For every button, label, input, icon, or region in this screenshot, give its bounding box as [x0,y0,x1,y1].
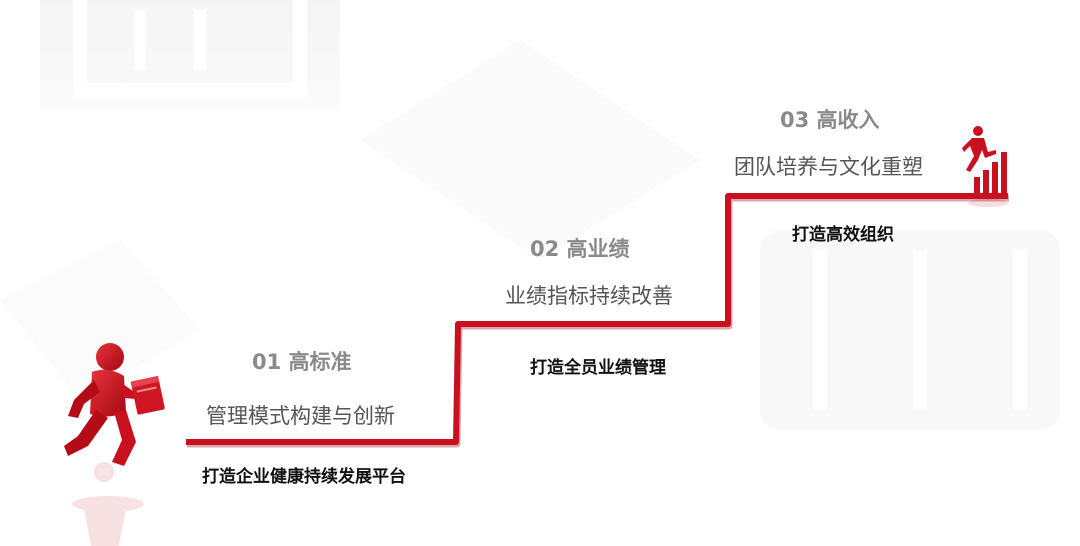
step-1-description: 管理模式构建与创新 [206,404,395,428]
background-watermark [40,0,1020,410]
step-1-title-text: 高标准 [288,350,352,374]
step-2-title-text: 高业绩 [566,237,630,261]
running-man-with-folder-icon [64,343,165,546]
step-3-number: 03 [780,108,810,132]
step-2-title: 02 高业绩 [530,233,630,263]
step-2-number: 02 [530,237,560,261]
step-3-title: 03 高收入 [780,104,880,134]
step-3-description: 团队培养与文化重塑 [734,155,923,179]
step-1-number: 01 [252,350,282,374]
step-3-slogan: 打造高效组织 [792,225,894,245]
step-2-description: 业绩指标持续改善 [505,284,673,308]
step-3-title-text: 高收入 [816,108,880,132]
step-2-slogan: 打造全员业绩管理 [530,358,666,378]
staircase-line [186,193,1009,448]
step-1-slogan: 打造企业健康持续发展平台 [202,467,406,487]
step-1-title: 01 高标准 [252,346,352,376]
man-climbing-bar-steps-icon [962,126,1008,207]
